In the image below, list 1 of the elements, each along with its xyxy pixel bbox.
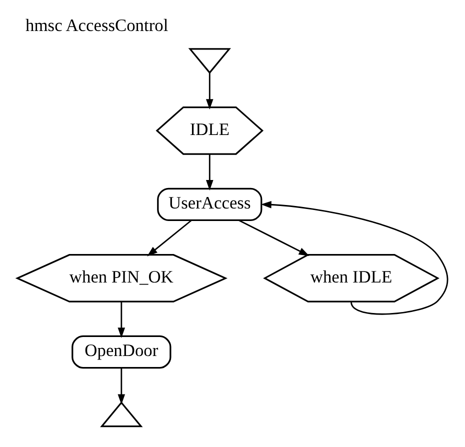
diagram-title: hmsc AccessControl	[26, 15, 168, 36]
